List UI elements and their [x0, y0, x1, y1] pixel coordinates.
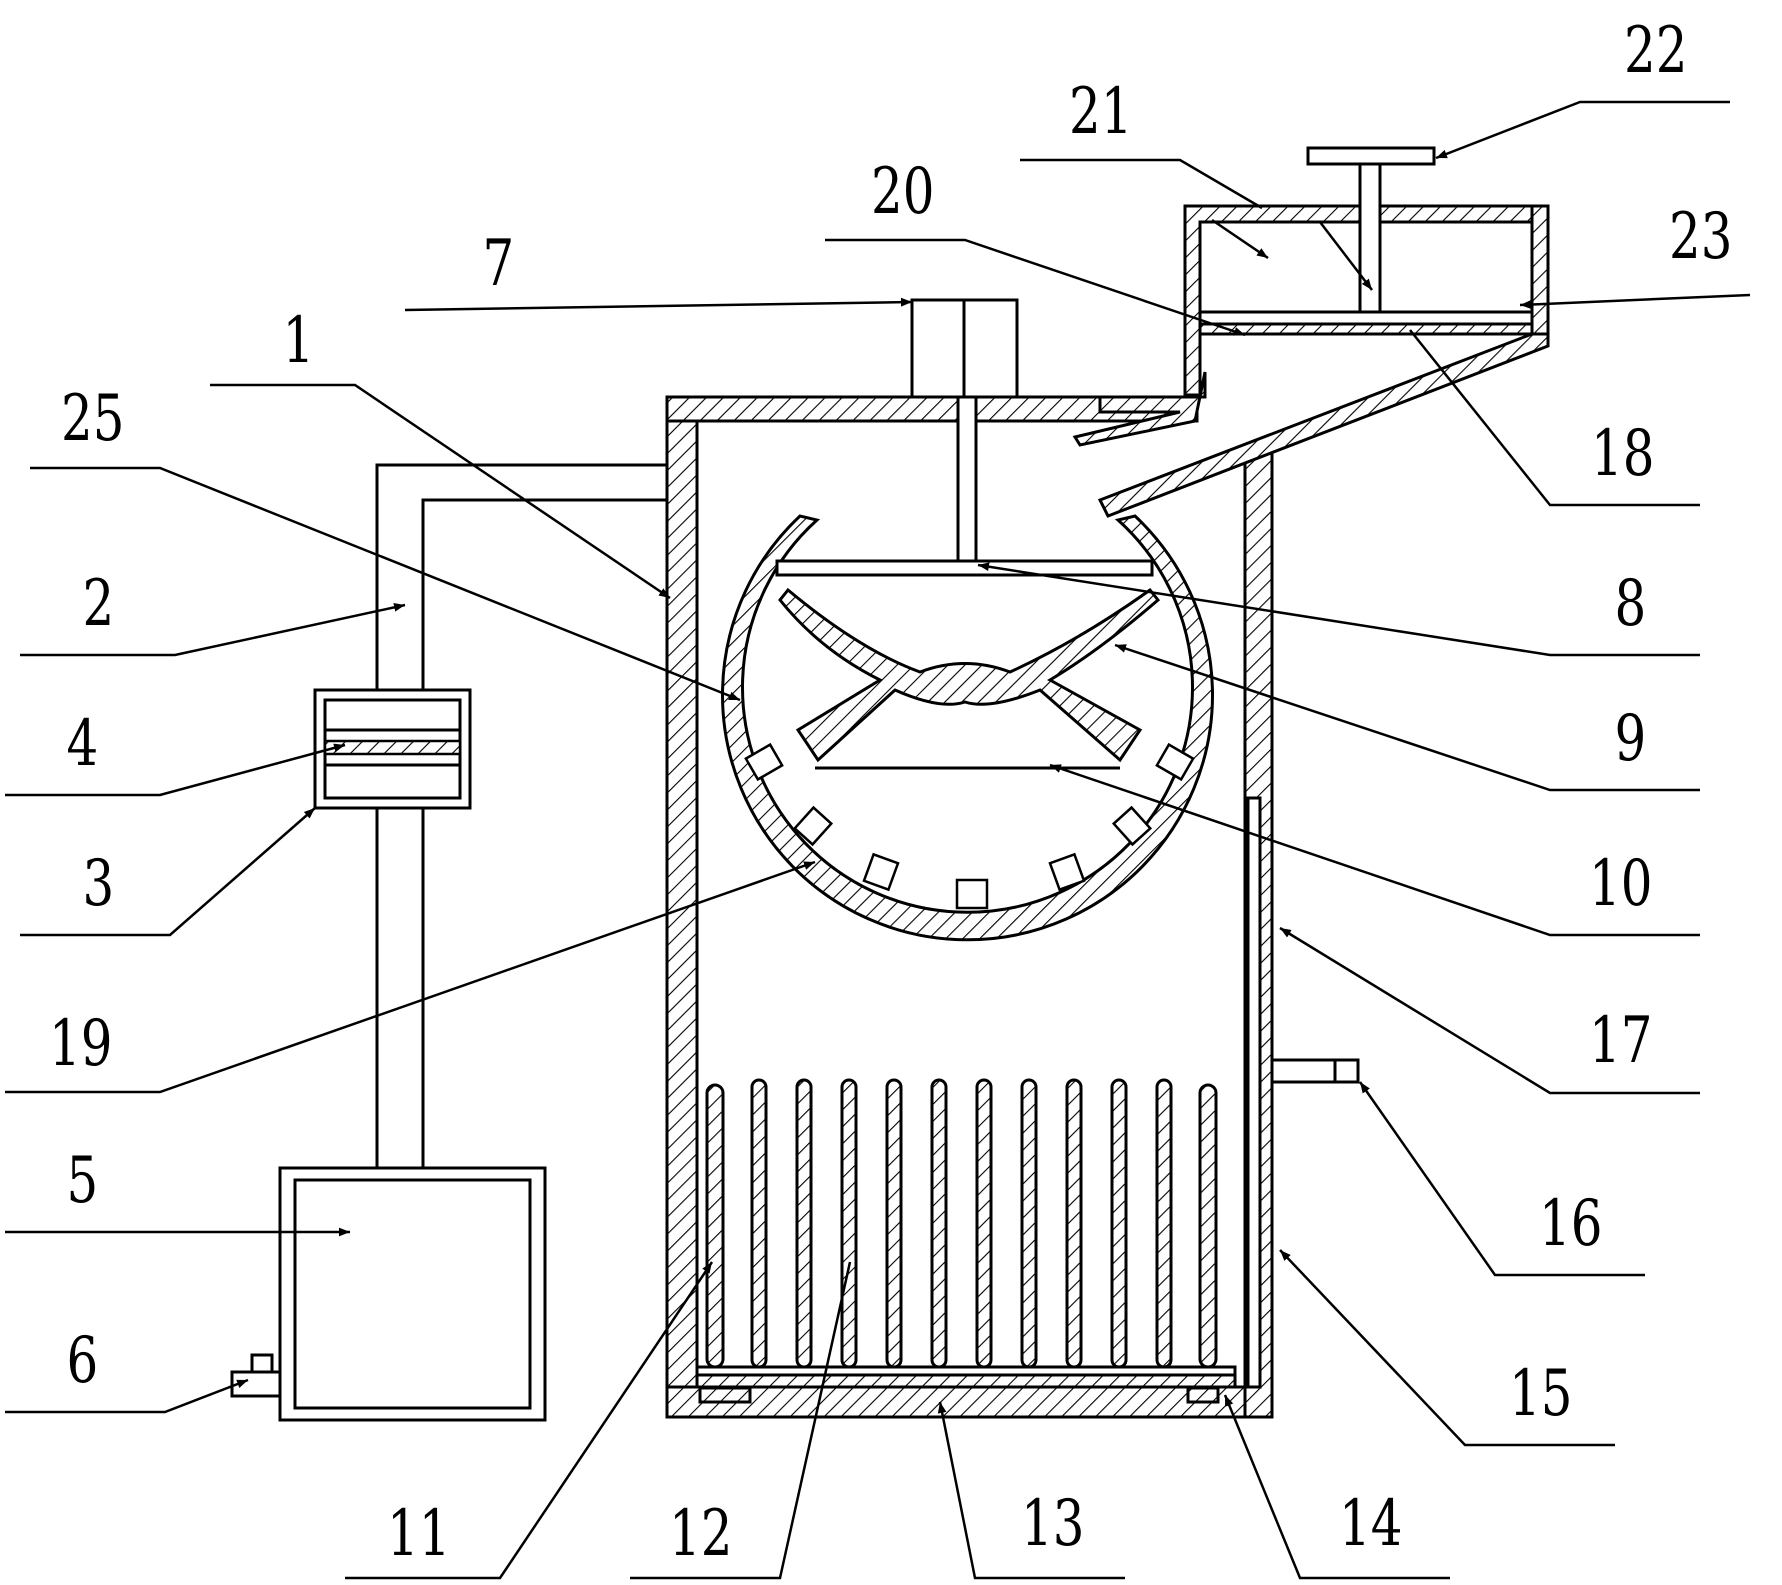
label-5: 5 [66, 1143, 98, 1218]
feed-hopper [1097, 146, 1550, 518]
label-12: 12 [669, 1496, 733, 1571]
tank-top-ledge [1072, 371, 1207, 447]
label-11: 11 [387, 1496, 451, 1571]
door-panel [1246, 796, 1262, 1389]
label-20: 20 [871, 154, 935, 229]
heating-plate [795, 1078, 813, 1369]
left-foot [698, 1386, 752, 1404]
label-21: 21 [1069, 74, 1133, 149]
label-8: 8 [1614, 566, 1646, 641]
outlet-pipe [1270, 1058, 1360, 1084]
pipe-inner [421, 498, 667, 690]
heating-plate [705, 1083, 725, 1369]
pipe-outer [375, 463, 667, 690]
tank-bottom-wall [665, 1385, 1274, 1419]
label-25: 25 [61, 381, 125, 456]
label-22: 22 [1624, 13, 1688, 88]
condenser-coil [323, 739, 462, 756]
heating-plate [1110, 1078, 1128, 1369]
label-13: 13 [1021, 1486, 1085, 1561]
part-labels: 7 1 25 2 4 3 19 5 6 11 12 13 14 15 16 17… [49, 13, 1733, 1571]
drum-shell [721, 514, 1214, 942]
sieve-plate [1198, 310, 1534, 326]
push-handle [1306, 146, 1436, 166]
label-4: 4 [66, 706, 98, 781]
label-6: 6 [66, 1323, 98, 1398]
drive-shaft [956, 395, 978, 564]
heating-plate [1155, 1078, 1173, 1369]
label-14: 14 [1339, 1486, 1403, 1561]
label-15: 15 [1509, 1356, 1573, 1431]
label-16: 16 [1539, 1186, 1603, 1261]
heating-plates [695, 1078, 1237, 1404]
leader-lines [5, 100, 1751, 1580]
feed-chute [1097, 332, 1550, 518]
heating-plate [1065, 1078, 1083, 1369]
heating-plate [750, 1078, 768, 1369]
heating-plate [975, 1078, 993, 1369]
motor [910, 298, 1019, 564]
label-18: 18 [1591, 416, 1655, 491]
right-foot [1186, 1386, 1220, 1404]
label-9: 9 [1614, 701, 1646, 776]
label-2: 2 [82, 566, 114, 641]
rotating-drum [721, 514, 1214, 942]
tank-left-wall [665, 395, 699, 1419]
heating-plate [840, 1078, 858, 1369]
hopper-floor [1198, 322, 1534, 336]
label-17: 17 [1589, 1003, 1653, 1078]
label-23: 23 [1669, 199, 1733, 274]
stirring-blade [778, 587, 1161, 763]
label-10: 10 [1589, 846, 1653, 921]
label-7: 7 [482, 226, 514, 301]
label-19: 19 [49, 1006, 113, 1081]
push-rod [1358, 162, 1382, 314]
heating-plate [1198, 1083, 1218, 1369]
base-support [695, 1373, 1237, 1389]
external-piping [230, 463, 667, 1422]
stirring-frame [775, 559, 1161, 770]
side-door [1246, 796, 1360, 1389]
crossbar [775, 559, 1154, 577]
heating-plate [885, 1078, 903, 1369]
heating-plate [1020, 1078, 1038, 1369]
label-1: 1 [282, 303, 314, 378]
label-3: 3 [82, 846, 114, 921]
hopper-right-wall [1530, 204, 1550, 336]
heating-plate [930, 1078, 948, 1369]
